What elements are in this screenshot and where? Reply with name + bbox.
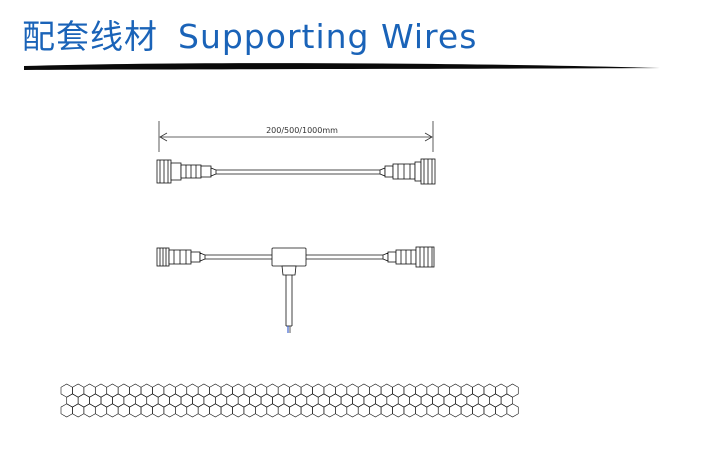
hex-cell (152, 403, 165, 418)
hex-cell (426, 403, 439, 418)
page-title-english: Supporting Wires (178, 17, 478, 56)
hex-cell (506, 403, 519, 418)
branch-wire-ends (287, 326, 291, 333)
hex-cell (94, 403, 108, 418)
hex-cell (277, 403, 290, 418)
right-connector (379, 158, 436, 185)
hex-cell (495, 403, 508, 418)
hex-cell (129, 403, 142, 418)
hex-cell (83, 403, 96, 418)
left-connector (156, 159, 217, 184)
hex-cell (403, 403, 416, 418)
t-branch-line (285, 275, 293, 327)
hex-cell (357, 403, 370, 418)
hex-cell (300, 403, 313, 418)
title-underline (24, 63, 660, 70)
hex-cell (312, 403, 325, 418)
hex-cell (117, 403, 130, 418)
hex-cell (483, 403, 496, 418)
t-junction (271, 247, 307, 276)
hex-cell (175, 403, 188, 418)
hex-cell (60, 403, 73, 418)
hex-cell (266, 403, 279, 418)
hex-cell (255, 403, 268, 418)
hex-cell (220, 403, 233, 418)
hex-cell (209, 403, 222, 418)
hex-cell (346, 403, 359, 418)
hex-cell (380, 403, 393, 418)
hex-cell (323, 403, 336, 418)
hex-cell (437, 403, 450, 418)
page-title-chinese: 配套线材 (22, 17, 158, 56)
t-branch-cable (156, 246, 435, 333)
hex-cell (186, 403, 199, 418)
hex-cell (289, 403, 302, 418)
length-dimension-label: 200/500/1000mm (266, 126, 338, 135)
t-right-connector (382, 246, 435, 268)
hex-cell (232, 403, 245, 418)
hex-cell (106, 403, 119, 418)
hex-cell (392, 403, 405, 418)
hex-cell (140, 403, 153, 418)
hex-cell (449, 403, 462, 418)
hexagonal-net-light (60, 383, 519, 418)
hex-cell (460, 403, 473, 418)
page-title: 配套线材 Supporting Wires (22, 14, 477, 60)
cable-body (216, 169, 380, 175)
hex-cell (335, 403, 348, 418)
hex-cell (197, 403, 210, 418)
hex-cell (415, 403, 428, 418)
length-dimension (158, 121, 434, 152)
t-left-connector (156, 247, 206, 267)
hex-cell (163, 403, 176, 418)
hex-cell (243, 403, 256, 418)
hex-cell (369, 403, 382, 418)
hex-cell (472, 403, 485, 418)
straight-extension-cable: 200/500/1000mm (156, 121, 436, 185)
t-main-line (205, 254, 383, 260)
hex-cell (72, 403, 85, 418)
